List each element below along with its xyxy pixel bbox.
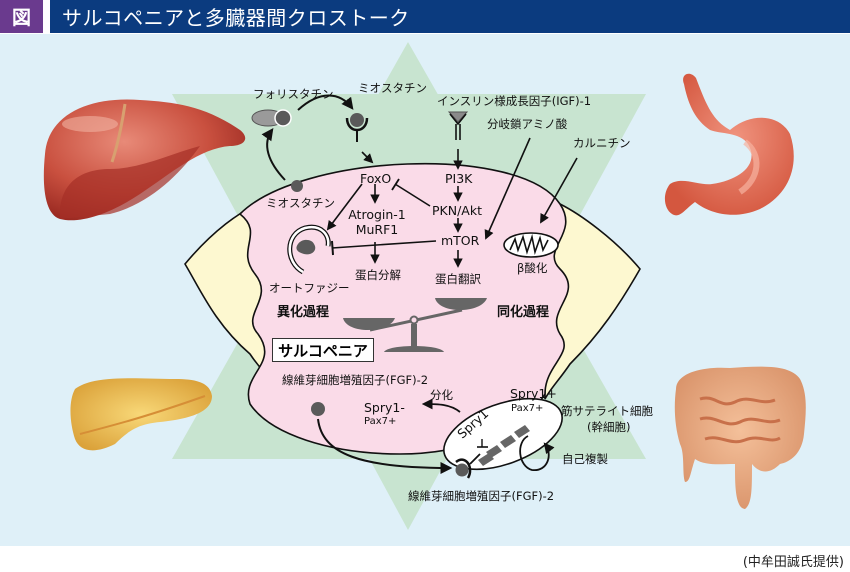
label-foxo: FoxO (360, 171, 392, 186)
arrow-differentiation (421, 398, 461, 413)
label-pkn-akt: PKN/Akt (432, 203, 482, 218)
label-pax7-left: Pax7+ (364, 416, 397, 427)
figure-header: 図 サルコペニアと多臓器間クロストーク (0, 0, 850, 33)
label-beta-oxidation: β酸化 (517, 261, 548, 275)
label-protein-degradation: 蛋白分解 (355, 268, 401, 282)
arrow-myostatin-to-foxo (361, 151, 374, 164)
label-differentiation: 分化 (430, 388, 453, 402)
label-spry1-minus: Spry1- (364, 400, 405, 415)
label-atrogin: Atrogin-1 (348, 207, 406, 222)
label-autophagy: オートファジー (269, 281, 350, 295)
label-fgf2-bottom: 線維芽細胞増殖因子(FGF)-2 (408, 489, 555, 503)
label-spry1-plus: Spry1+ (510, 386, 557, 401)
diagram-canvas: フォリスタチン ミオスタチン インスリン様成長因子(IGF)-1 分岐鎖アミノ酸… (0, 34, 850, 546)
label-mtor: mTOR (441, 233, 480, 248)
arrow-myostatin-to-follistatin (261, 128, 286, 181)
fgf2-receptor (455, 453, 481, 479)
muscle-right (544, 203, 641, 400)
label-pi3k: PI3K (445, 171, 473, 186)
arrow-bcaa-to-mtor (484, 137, 531, 240)
follistatin-molecule (251, 109, 292, 127)
arrow-foxo-to-autophagy (326, 183, 363, 231)
mitochondria (503, 232, 559, 258)
label-stem-cell: (幹細胞) (587, 420, 631, 434)
pancreas-illustration (70, 378, 212, 451)
arrow-carnitine-to-mitochondria (540, 157, 578, 224)
proliferation-chevrons (478, 425, 530, 466)
label-anabolism: 同化過程 (497, 305, 550, 320)
label-satellite-cell: 筋サテライト細胞 (561, 404, 653, 418)
label-myostatin-top: ミオスタチン (358, 81, 427, 95)
igf1-receptor (447, 111, 469, 140)
myostatin-receptor (345, 113, 369, 142)
stomach-illustration (664, 73, 794, 216)
self-renewal-arrow (519, 435, 555, 471)
label-myostatin-left: ミオスタチン (266, 196, 335, 210)
label-fgf2-inner: 線維芽細胞増殖因子(FGF)-2 (282, 373, 429, 387)
satellite-cell (443, 397, 563, 471)
label-murf1: MuRF1 (355, 222, 399, 237)
balance-scale (343, 298, 487, 352)
diagram-svg (43, 42, 806, 530)
inhibit-mtor-autophagy (331, 240, 437, 249)
label-igf1: インスリン様成長因子(IGF)-1 (437, 94, 592, 108)
label-follistatin: フォリスタチン (253, 87, 334, 101)
label-bcaa: 分岐鎖アミノ酸 (487, 117, 568, 131)
label-self-renewal: 自己複製 (562, 452, 608, 466)
autophagosome (287, 224, 331, 275)
image-credit: (中牟田誠氏提供) (742, 555, 844, 570)
label-pax7-right: Pax7+ (511, 403, 544, 414)
arrow-follistatin-to-myostatin (297, 94, 354, 111)
inhibit-akt-foxo (394, 183, 431, 207)
myostatin-molecule (291, 180, 303, 192)
figure-title: サルコペニアと多臓器間クロストーク (50, 0, 850, 33)
label-protein-translation: 蛋白翻訳 (435, 272, 481, 286)
sarcopenia-box: サルコペニア (272, 338, 374, 362)
label-catabolism: 異化過程 (277, 305, 330, 320)
liver-illustration (43, 99, 246, 221)
fgf2-molecule (311, 402, 325, 416)
figure-badge: 図 (0, 0, 43, 33)
intestine-illustration (674, 366, 806, 509)
label-carnitine: カルニチン (573, 136, 631, 150)
arrow-fgf2-to-receptor (317, 418, 453, 474)
